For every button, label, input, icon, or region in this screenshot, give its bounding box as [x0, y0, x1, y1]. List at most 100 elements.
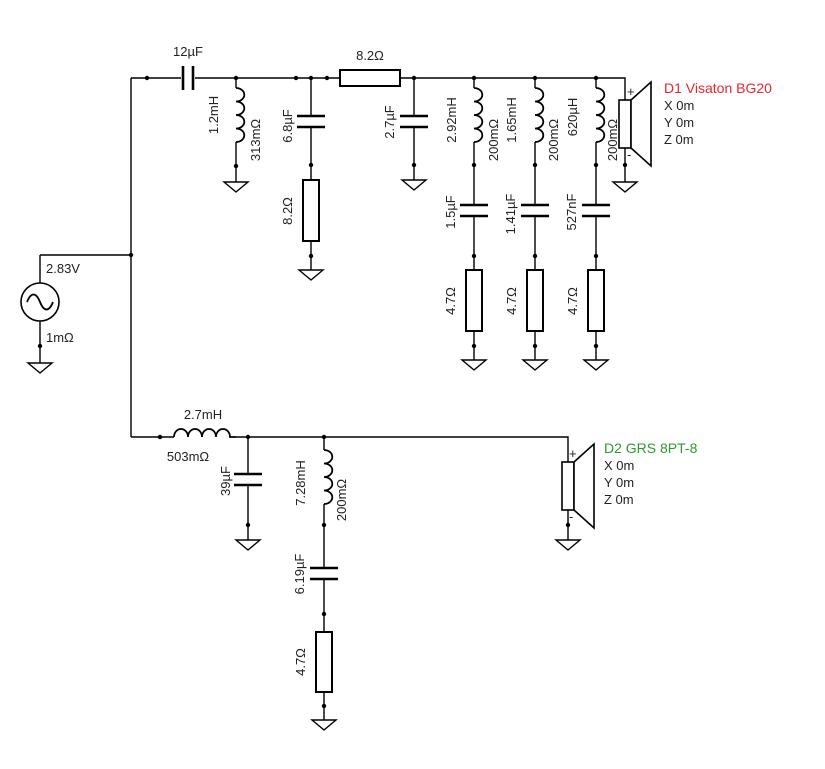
capacitor-527nf[interactable] [582, 203, 610, 218]
inductor-1-2mh[interactable] [235, 87, 246, 143]
source-resistance-label: 1mΩ [46, 330, 74, 345]
junction-dot [593, 343, 599, 349]
speaker-d2[interactable] [561, 442, 595, 530]
junction-dot [128, 252, 134, 258]
capacitor-39uf-label: 39µF [218, 466, 233, 496]
resistor-8-2-series-label: 8.2Ω [356, 48, 384, 63]
capacitor-1-5uf[interactable] [460, 203, 488, 218]
junction-dot [144, 75, 150, 81]
ground-icon [611, 181, 639, 193]
inductor-620uh[interactable] [595, 87, 606, 143]
resistor-4-7-trap3[interactable] [587, 269, 605, 332]
resistor-4-7-notch[interactable] [315, 631, 333, 693]
inductor-620uh-label: 620µH [565, 98, 580, 137]
resistor-4-7-trap2[interactable] [526, 269, 544, 332]
junction-dot [471, 162, 477, 168]
resistor-4-7-trap1[interactable] [465, 269, 483, 332]
resistor-8-2-zobel[interactable] [302, 179, 320, 242]
d1-plus-label: + [627, 84, 635, 99]
capacitor-6-19uf[interactable] [310, 566, 338, 581]
driver-d2-y: Y 0m [604, 475, 634, 490]
inductor-1-65mh-label: 1.65mH [504, 97, 519, 143]
woofer-rail-2 [236, 436, 569, 462]
junction-dot [37, 343, 43, 349]
inductor-2-7mh[interactable] [173, 428, 236, 438]
resistor-4-7-trap3-label: 4.7Ω [565, 287, 580, 315]
junction-dot [622, 162, 628, 168]
voltage-source[interactable] [20, 282, 60, 322]
inductor-1-65mh-res-label: 200mΩ [546, 119, 561, 162]
inductor-2-92mh-label: 2.92mH [444, 97, 459, 143]
resistor-8-2-zobel-label: 8.2Ω [280, 197, 295, 225]
junction-dot [532, 75, 538, 81]
junction-dot [471, 343, 477, 349]
junction-dot [532, 162, 538, 168]
junction-dot [308, 75, 314, 81]
capacitor-527nf-label: 527nF [564, 194, 579, 231]
capacitor-2-7uf[interactable] [400, 114, 428, 129]
inductor-2-92mh[interactable] [473, 87, 484, 143]
driver-d1-y: Y 0m [664, 115, 694, 130]
ground-symbols [26, 179, 639, 731]
inductor-2-7mh-label: 2.7mH [184, 407, 222, 422]
junction-dot [593, 162, 599, 168]
junction-dot [157, 434, 163, 440]
inductor-coil [235, 87, 246, 143]
capacitor-1-5uf-label: 1.5µF [443, 195, 458, 229]
ground-icon [400, 179, 428, 191]
capacitor-6-8uf-label: 6.8µF [280, 109, 295, 143]
resistor-4-7-trap2-label: 4.7Ω [504, 287, 519, 315]
ground-icon [222, 181, 250, 193]
junction-dot [593, 75, 599, 81]
capacitor-12uf[interactable] [181, 66, 195, 90]
junction-dot [308, 253, 314, 259]
junction-dot [565, 522, 571, 528]
junction-dot [411, 75, 417, 81]
ground-icon [310, 719, 338, 731]
speaker-magnet [618, 99, 632, 149]
inductor-coil [323, 449, 334, 505]
speaker-d1[interactable] [618, 80, 652, 168]
inductor-2-7mh-res-label: 503mΩ [167, 449, 210, 464]
ground-icon [297, 269, 325, 281]
capacitor-6-8uf[interactable] [297, 114, 325, 129]
driver-d1-z: Z 0m [664, 132, 694, 147]
inductor-7-28mh-res-label: 200mΩ [334, 479, 349, 522]
speaker-cone [630, 80, 652, 168]
junction-dot [321, 522, 327, 528]
capacitor-6-19uf-label: 6.19µF [292, 554, 307, 595]
junction-dot [233, 163, 239, 169]
d1-minus-label: - [627, 147, 631, 162]
wires [39, 77, 626, 720]
resistor-4-7-notch-label: 4.7Ω [293, 648, 308, 676]
tweeter-rail-3 [400, 77, 626, 100]
junction-dot [324, 75, 330, 81]
junction-dot [532, 253, 538, 259]
inductor-1-2mh-label: 1.2mH [206, 96, 221, 134]
inductor-coil [595, 87, 606, 143]
d2-plus-label: + [569, 446, 577, 461]
driver-d2-x: X 0m [604, 458, 634, 473]
capacitor-12uf-label: 12µF [173, 44, 203, 59]
inductor-coil [534, 87, 545, 143]
junction-dot [321, 611, 327, 617]
junction-dot [245, 522, 251, 528]
capacitor-2-7uf-label: 2.7µF [382, 105, 397, 139]
ground-icon [26, 362, 54, 374]
junction-dot [233, 75, 239, 81]
speaker-cone [573, 442, 595, 530]
junction-dot [321, 434, 327, 440]
junction-dot [593, 253, 599, 259]
inductor-7-28mh[interactable] [323, 449, 334, 505]
source-voltage-label: 2.83V [46, 261, 80, 276]
speaker-magnet [561, 461, 575, 511]
ground-icon [554, 539, 582, 551]
capacitor-39uf[interactable] [234, 472, 262, 487]
inductor-7-28mh-label: 7.28mH [293, 460, 308, 506]
capacitor-1-41uf[interactable] [521, 203, 549, 218]
junction-dot [245, 434, 251, 440]
inductor-1-65mh[interactable] [534, 87, 545, 143]
resistor-8-2-series[interactable] [339, 69, 401, 87]
junction-dot [471, 75, 477, 81]
